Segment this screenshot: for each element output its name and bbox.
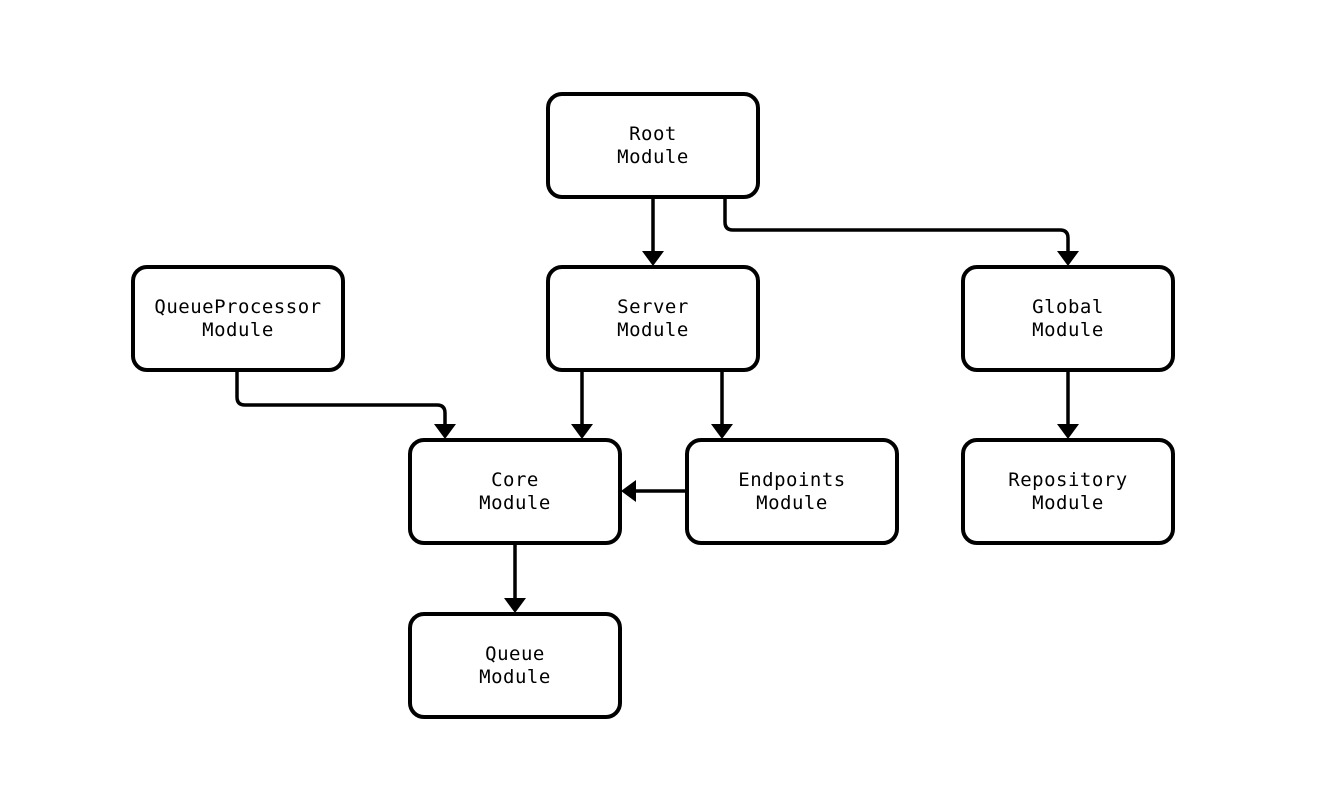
- node-label-line1: Global: [1032, 296, 1104, 318]
- arrowhead-icon: [504, 598, 526, 613]
- node-box[interactable]: [408, 438, 622, 545]
- edge-line: [235, 370, 447, 425]
- node-box[interactable]: [961, 438, 1175, 545]
- edge-root-to-server: [642, 197, 664, 266]
- edge-server-to-core: [571, 370, 593, 439]
- arrowhead-icon: [711, 424, 733, 439]
- edge-line: [723, 197, 1070, 252]
- node-label-line1: Repository: [1008, 469, 1127, 491]
- arrowhead-icon: [621, 480, 636, 502]
- node-label-line2: Module: [479, 666, 551, 688]
- edge-server-to-endpoints: [711, 370, 733, 439]
- node-label-line1: Server: [617, 296, 689, 318]
- node-box[interactable]: [546, 265, 760, 372]
- edge-queueprocessor-to-core: [235, 370, 456, 439]
- arrowhead-icon: [1057, 251, 1079, 266]
- node-box[interactable]: [408, 612, 622, 719]
- node-label-line2: Module: [479, 492, 551, 514]
- edge-global-to-repository: [1057, 370, 1079, 439]
- node-box[interactable]: [961, 265, 1175, 372]
- edge-root-to-global: [723, 197, 1079, 266]
- node-label-line1: Core: [491, 469, 539, 491]
- edges-layer: [235, 197, 1079, 613]
- arrowhead-icon: [642, 251, 664, 266]
- nodes-layer: RootModuleQueueProcessorModuleServerModu…: [131, 92, 1175, 719]
- arrowhead-icon: [1057, 424, 1079, 439]
- node-label-line2: Module: [617, 319, 689, 341]
- edge-endpoints-to-core: [621, 480, 687, 502]
- node-label-line1: Endpoints: [738, 469, 845, 491]
- arrowhead-icon: [434, 424, 456, 439]
- node-label-line2: Module: [756, 492, 828, 514]
- node-box[interactable]: [131, 265, 345, 372]
- node-box[interactable]: [685, 438, 899, 545]
- node-label-line2: Module: [1032, 492, 1104, 514]
- node-label-line2: Module: [617, 146, 689, 168]
- node-box[interactable]: [546, 92, 760, 199]
- arrowhead-icon: [571, 424, 593, 439]
- node-label-line2: Module: [202, 319, 274, 341]
- node-label-line1: QueueProcessor: [154, 296, 321, 318]
- edge-core-to-queue: [504, 543, 526, 613]
- node-label-line1: Root: [629, 123, 677, 145]
- node-label-line1: Queue: [485, 643, 545, 665]
- node-label-line2: Module: [1032, 319, 1104, 341]
